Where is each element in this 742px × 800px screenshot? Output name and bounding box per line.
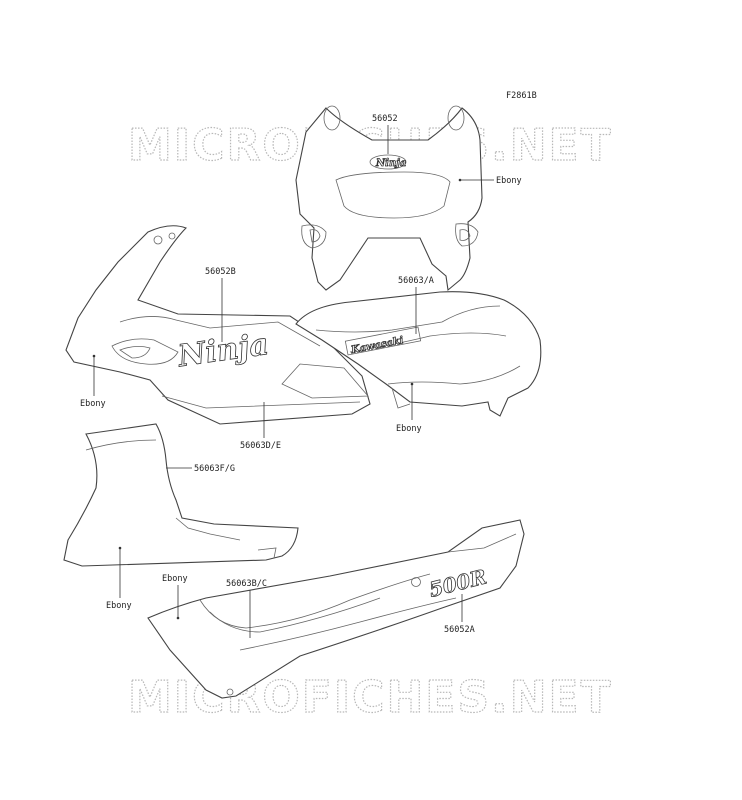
upper-fairing: Ninja	[295, 105, 483, 292]
fuel-tank: Kawasaki	[295, 291, 542, 417]
dot-lower-cowl	[118, 546, 122, 550]
dot-tail	[176, 616, 180, 620]
figure-code: F2861B	[506, 91, 537, 101]
label-side-cowl-ebony: Ebony	[80, 399, 106, 409]
label-56063FG: 56063F/G	[194, 464, 235, 474]
dot-windscreen	[458, 178, 462, 182]
dot-side-cowl	[92, 354, 96, 358]
tail-cowl: 500R	[147, 519, 525, 699]
label-lower-cowl-ebony: Ebony	[106, 601, 132, 611]
label-56063DE: 56063D/E	[240, 441, 281, 451]
label-windscreen-ebony: Ebony	[496, 176, 522, 186]
dot-tank	[410, 382, 414, 386]
label-56063BC: 56063B/C	[226, 579, 267, 589]
label-56063A: 56063/A	[398, 276, 434, 286]
label-56052A: 56052A	[444, 625, 475, 635]
label-56052B: 56052B	[205, 267, 236, 277]
side-cowl: Ninja	[65, 225, 371, 425]
label-tail-ebony: Ebony	[162, 574, 188, 584]
label-56052: 56052	[372, 114, 398, 124]
ninja-small-decal: Ninja	[375, 158, 406, 169]
label-tank-ebony: Ebony	[396, 424, 422, 434]
lower-cowl	[63, 423, 299, 567]
